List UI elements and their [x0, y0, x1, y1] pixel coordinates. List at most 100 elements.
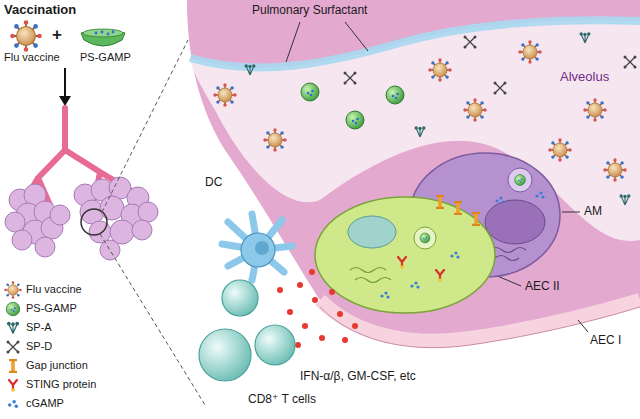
aec-ii-cell — [315, 197, 495, 313]
ps-gamp-particles — [346, 111, 364, 129]
legend-icons — [9, 359, 17, 373]
cytokine-dots — [319, 335, 325, 341]
alveolar-clusters — [35, 237, 55, 257]
alveolar-tissue — [187, 0, 640, 341]
legend-text: STING protein — [26, 378, 96, 391]
dendritic-cell — [222, 214, 292, 280]
cell-label: CD8⁺ T cells — [248, 393, 316, 407]
surfactant-proteins — [494, 82, 507, 95]
alveolar-macrophage — [535, 191, 544, 198]
cell-label: AM — [584, 205, 602, 219]
legend-text: Gap junction — [26, 359, 88, 372]
dendritic-cell — [222, 214, 292, 280]
surfactant-proteins — [624, 56, 637, 69]
surfactant-proteins — [415, 126, 426, 137]
alveolar-clusters — [100, 240, 120, 260]
t-cells — [199, 329, 251, 381]
surfactant-layer — [190, 20, 640, 67]
cytokine-dots — [302, 323, 308, 329]
cytokine-dots — [297, 282, 303, 288]
alveolar-clusters — [100, 196, 124, 220]
cytokine-dots — [277, 287, 283, 293]
cytokine-dots — [312, 297, 318, 303]
cytokine-dots — [337, 311, 343, 317]
aec-ii-cell — [410, 281, 419, 288]
alveolar-clusters — [50, 205, 70, 225]
alveolar-clusters — [89, 221, 111, 243]
cytokine-dots — [329, 289, 335, 295]
legend-text: SP-A — [26, 321, 52, 334]
surfactant-proteins — [245, 64, 256, 75]
gap-junctions — [472, 212, 480, 226]
legend-icons — [6, 302, 20, 316]
cytokine-dots — [287, 309, 293, 315]
ps-gamp-particles — [301, 83, 404, 129]
alveolar-macrophage — [495, 196, 504, 203]
aec-ii-cell — [398, 257, 406, 269]
flu-vaccine-particles — [583, 98, 606, 121]
icon-caption: PS-GAMP — [80, 51, 131, 64]
ps-gamp-particles — [301, 83, 319, 101]
alveolar-clusters — [12, 230, 32, 250]
arrow-head — [59, 96, 71, 106]
region-label: Alveolus — [560, 70, 609, 85]
aec-ii-cell — [420, 233, 430, 243]
t-cells — [222, 280, 258, 316]
alveolar-clusters — [138, 202, 158, 222]
plus-sign: + — [52, 25, 62, 45]
alveolar-macrophage — [508, 168, 532, 192]
aec-ii-cell — [350, 268, 391, 283]
legend-icons — [9, 380, 17, 392]
ps-gamp-dish — [83, 29, 123, 37]
flu-vaccine-particles — [213, 83, 236, 106]
cytokine-dots — [342, 337, 348, 343]
ps-gamp-dish — [81, 29, 125, 46]
magnifier-circle — [81, 209, 107, 235]
ps-gamp-dish — [95, 32, 98, 35]
cytokine-dots — [352, 323, 358, 329]
surfactant-proteins — [344, 72, 357, 85]
icon-caption: Flu vaccine — [4, 51, 60, 64]
down-arrow — [64, 68, 66, 97]
cytokine-label: IFN-α/β, GM-CSF, etc — [300, 370, 416, 384]
legend-icons — [8, 400, 18, 408]
alveolar-macrophage — [485, 200, 545, 244]
flu-vaccine-particles — [463, 98, 486, 121]
t-cells — [199, 280, 295, 381]
gap-junctions — [454, 201, 462, 215]
vaccination-icons — [10, 20, 125, 106]
surfactant-proteins — [580, 32, 591, 43]
surfactant-proteins — [620, 194, 631, 205]
flu-vaccine-particles — [263, 128, 286, 151]
lung-airway — [25, 108, 130, 205]
flu-vaccine-particles — [603, 158, 626, 181]
legend-text: Flu vaccine — [26, 283, 82, 296]
structure-label: Pulmonary Surfactant — [252, 4, 367, 18]
flu-vaccine-particles — [428, 58, 451, 81]
alveolar-clusters — [5, 212, 25, 232]
flu-vaccine-particles — [213, 40, 626, 181]
legend-icons — [7, 322, 19, 334]
leader-lines — [286, 22, 588, 332]
aec-ii-cell — [436, 270, 444, 282]
ps-gamp-particles — [386, 86, 404, 104]
ps-gamp-dish — [101, 31, 104, 34]
aec-ii-cell — [348, 216, 396, 248]
aec-ii-cell — [414, 227, 436, 249]
legend-text: PS-GAMP — [26, 302, 77, 315]
legend-text: SP-D — [26, 340, 52, 353]
cell-label: AEC I — [590, 334, 621, 348]
dendritic-cell — [241, 233, 275, 267]
alveolar-clusters — [132, 220, 152, 240]
gap-junctions — [436, 195, 444, 209]
aec-ii-cell — [315, 197, 495, 313]
aec-ii-cell — [380, 291, 389, 298]
legend-icons — [7, 341, 20, 354]
ps-gamp-dish — [81, 30, 125, 46]
legend-icons — [4, 281, 22, 408]
cell-label: DC — [205, 176, 222, 190]
cytokine-dots — [295, 342, 301, 348]
t-cells — [255, 325, 295, 365]
gap-junctions — [436, 195, 480, 226]
